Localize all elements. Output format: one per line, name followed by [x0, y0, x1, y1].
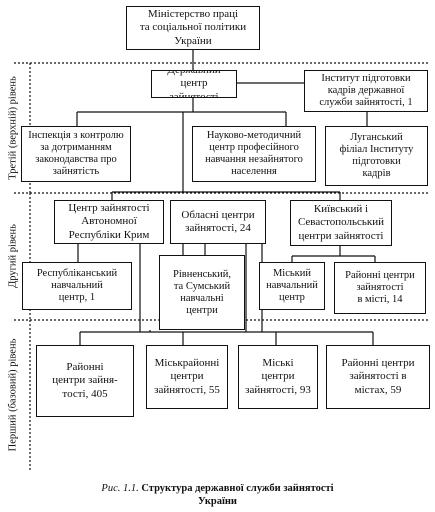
node-methodical-center: Науково-методичний центр професійного на… [192, 126, 316, 182]
caption-label: Рис. 1.1. [101, 483, 139, 494]
caption-title-line2: України [197, 496, 237, 507]
node-republican-training: Республіканський навчальний центр, 1 [22, 262, 132, 310]
node-regional-centers: Обласні центри зайнятості, 24 [170, 200, 266, 244]
node-state-center: Державний центр зайнятості [151, 70, 237, 98]
node-inspection: Інспекція з контролю за дотриманням зако… [21, 126, 131, 182]
node-kyiv-sevastopol: Київський і Севастопольський центри зайн… [290, 200, 392, 246]
node-ministry: Міністерство праці та соціальної політик… [126, 6, 260, 50]
level-label-third: Третій (верхній) рівень [7, 76, 19, 180]
node-district-centers-in-cities: Районні центри зайнятості в містах, 59 [326, 345, 430, 409]
level-label-first: Перший (базовий) рівень [7, 338, 19, 452]
caption-title: Структура державної служби зайнятості [141, 483, 334, 494]
node-luhansk-branch: Луганський філіал Інституту підготовки к… [325, 126, 428, 186]
node-city-training: Міський навчальний центр [259, 262, 325, 310]
level-label-second: Другий рівень [7, 224, 19, 288]
figure-caption: Рис. 1.1. Структура державної служби зай… [0, 482, 435, 508]
node-district-centers: Районні центри зайня- тості, 405 [36, 345, 134, 417]
node-city-centers: Міські центри зайнятості, 93 [238, 345, 318, 409]
node-training-institute: Інститут підготовки кадрів державної слу… [304, 70, 428, 112]
node-crimea-center: Центр зайнятості Автономної Республіки К… [54, 200, 164, 244]
node-city-district-centers: Районні центри зайнятості в місті, 14 [334, 262, 426, 314]
node-city-district-joint: Міськрайонні центри зайнятості, 55 [146, 345, 228, 409]
node-rivne-sumy: Рівненський, та Сумський навчальні центр… [159, 255, 245, 330]
